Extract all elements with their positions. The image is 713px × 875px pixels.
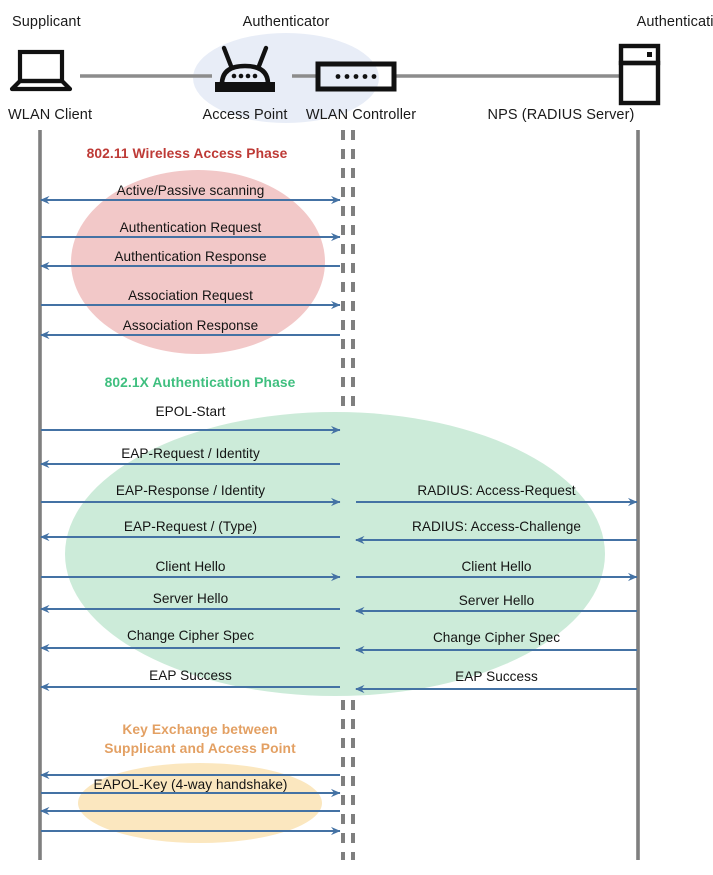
- message-label-association-request: Association Request: [128, 288, 253, 303]
- phase-label-8021x: 802.1X Authentication Phase: [104, 375, 296, 390]
- message-label-eap-success-right: EAP Success: [455, 669, 538, 684]
- message-label-change-cipher-spec-left: Change Cipher Spec: [126, 628, 255, 643]
- phase-key-exchange-ellipse: [78, 763, 322, 843]
- phase-80211-ellipse: [71, 170, 325, 354]
- arrows-8021x-right: [355, 497, 638, 694]
- role-title-supplicant: Supplicant: [12, 14, 81, 30]
- phase-8021x-ellipse: [65, 412, 605, 696]
- laptop-icon: [9, 49, 73, 92]
- message-label-active-passive-scanning: Active/Passive scanning: [116, 183, 265, 198]
- message-label-radius-access-challenge: RADIUS: Access-Challenge: [412, 519, 581, 534]
- message-label-eap-request-identity: EAP-Request / Identity: [121, 446, 260, 461]
- node-label-wlan-controller: WLAN Controller: [305, 107, 417, 123]
- node-label-access-point: Access Point: [202, 107, 288, 123]
- wlan-controller-icon: [315, 61, 397, 92]
- message-label-radius-access-request: RADIUS: Access-Request: [417, 483, 576, 498]
- phase-label-key-exchange-line1: Key Exchange between: [122, 722, 278, 737]
- message-label-authentication-request: Authentication Request: [119, 220, 262, 235]
- message-label-epol-start: EPOL-Start: [155, 404, 226, 419]
- node-label-nps: NPS (RADIUS Server): [487, 107, 635, 123]
- message-label-server-hello-left: Server Hello: [152, 591, 229, 606]
- message-label-client-hello-right: Client Hello: [461, 559, 532, 574]
- access-point-icon: [215, 45, 275, 92]
- node-label-wlan-client: WLAN Client: [8, 107, 93, 123]
- authenticator-halo: [193, 33, 379, 123]
- arrows-80211: [40, 195, 341, 340]
- message-label-authentication-response: Authentication Response: [114, 249, 267, 264]
- message-label-change-cipher-spec-right: Change Cipher Spec: [432, 630, 561, 645]
- message-label-client-hello-left: Client Hello: [155, 559, 226, 574]
- arrows-8021x-left: [40, 425, 341, 692]
- message-label-association-response: Association Response: [122, 318, 259, 333]
- message-label-eap-request-type: EAP-Request / (Type): [123, 519, 258, 534]
- message-label-eap-response-identity: EAP-Response / Identity: [115, 483, 266, 498]
- role-title-auth-server: Authentication Server: [636, 14, 713, 30]
- phase-label-80211: 802.11 Wireless Access Phase: [86, 146, 288, 161]
- message-label-eap-success-left: EAP Success: [149, 668, 232, 683]
- message-label-eapol-key: EAPOL-Key (4-way handshake): [93, 777, 288, 792]
- phase-label-key-exchange-line2: Supplicant and Access Point: [104, 740, 296, 756]
- role-title-authenticator: Authenticator: [242, 14, 330, 30]
- arrows-key-exchange: [40, 770, 341, 836]
- message-label-server-hello-right: Server Hello: [458, 593, 535, 608]
- server-icon: [618, 43, 661, 106]
